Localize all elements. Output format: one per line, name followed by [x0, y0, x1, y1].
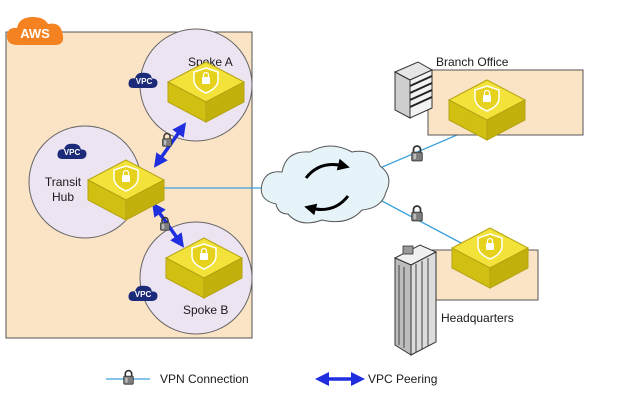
building-icon	[393, 244, 438, 356]
svg-text:VPC: VPC	[64, 148, 81, 157]
branch-office-label: Branch Office	[436, 55, 509, 69]
legend: VPN Connection VPC Peering	[106, 369, 437, 386]
server-stack-icon	[393, 61, 434, 119]
transit-hub-label-line2: Hub	[52, 190, 74, 204]
headquarters-label: Headquarters	[441, 311, 514, 325]
vpc-cloud-icon: VPC	[128, 285, 158, 301]
legend-peering-label: VPC Peering	[368, 372, 437, 386]
padlock-icon	[122, 369, 135, 385]
vpc-cloud-icon: VPC	[128, 72, 158, 88]
internet-cloud-icon	[260, 145, 390, 224]
svg-text:VPC: VPC	[135, 290, 152, 299]
aws-label: AWS	[20, 26, 50, 41]
padlock-icon	[410, 205, 424, 222]
vpc-cloud-icon: VPC	[57, 143, 87, 159]
transit-hub-label-line1: Transit	[45, 175, 82, 189]
legend-vpn-label: VPN Connection	[160, 372, 249, 386]
svg-text:VPC: VPC	[136, 77, 153, 86]
spoke-b-label: Spoke B	[183, 303, 228, 317]
padlock-icon	[410, 145, 424, 162]
aws-icon: AWS	[6, 17, 64, 45]
